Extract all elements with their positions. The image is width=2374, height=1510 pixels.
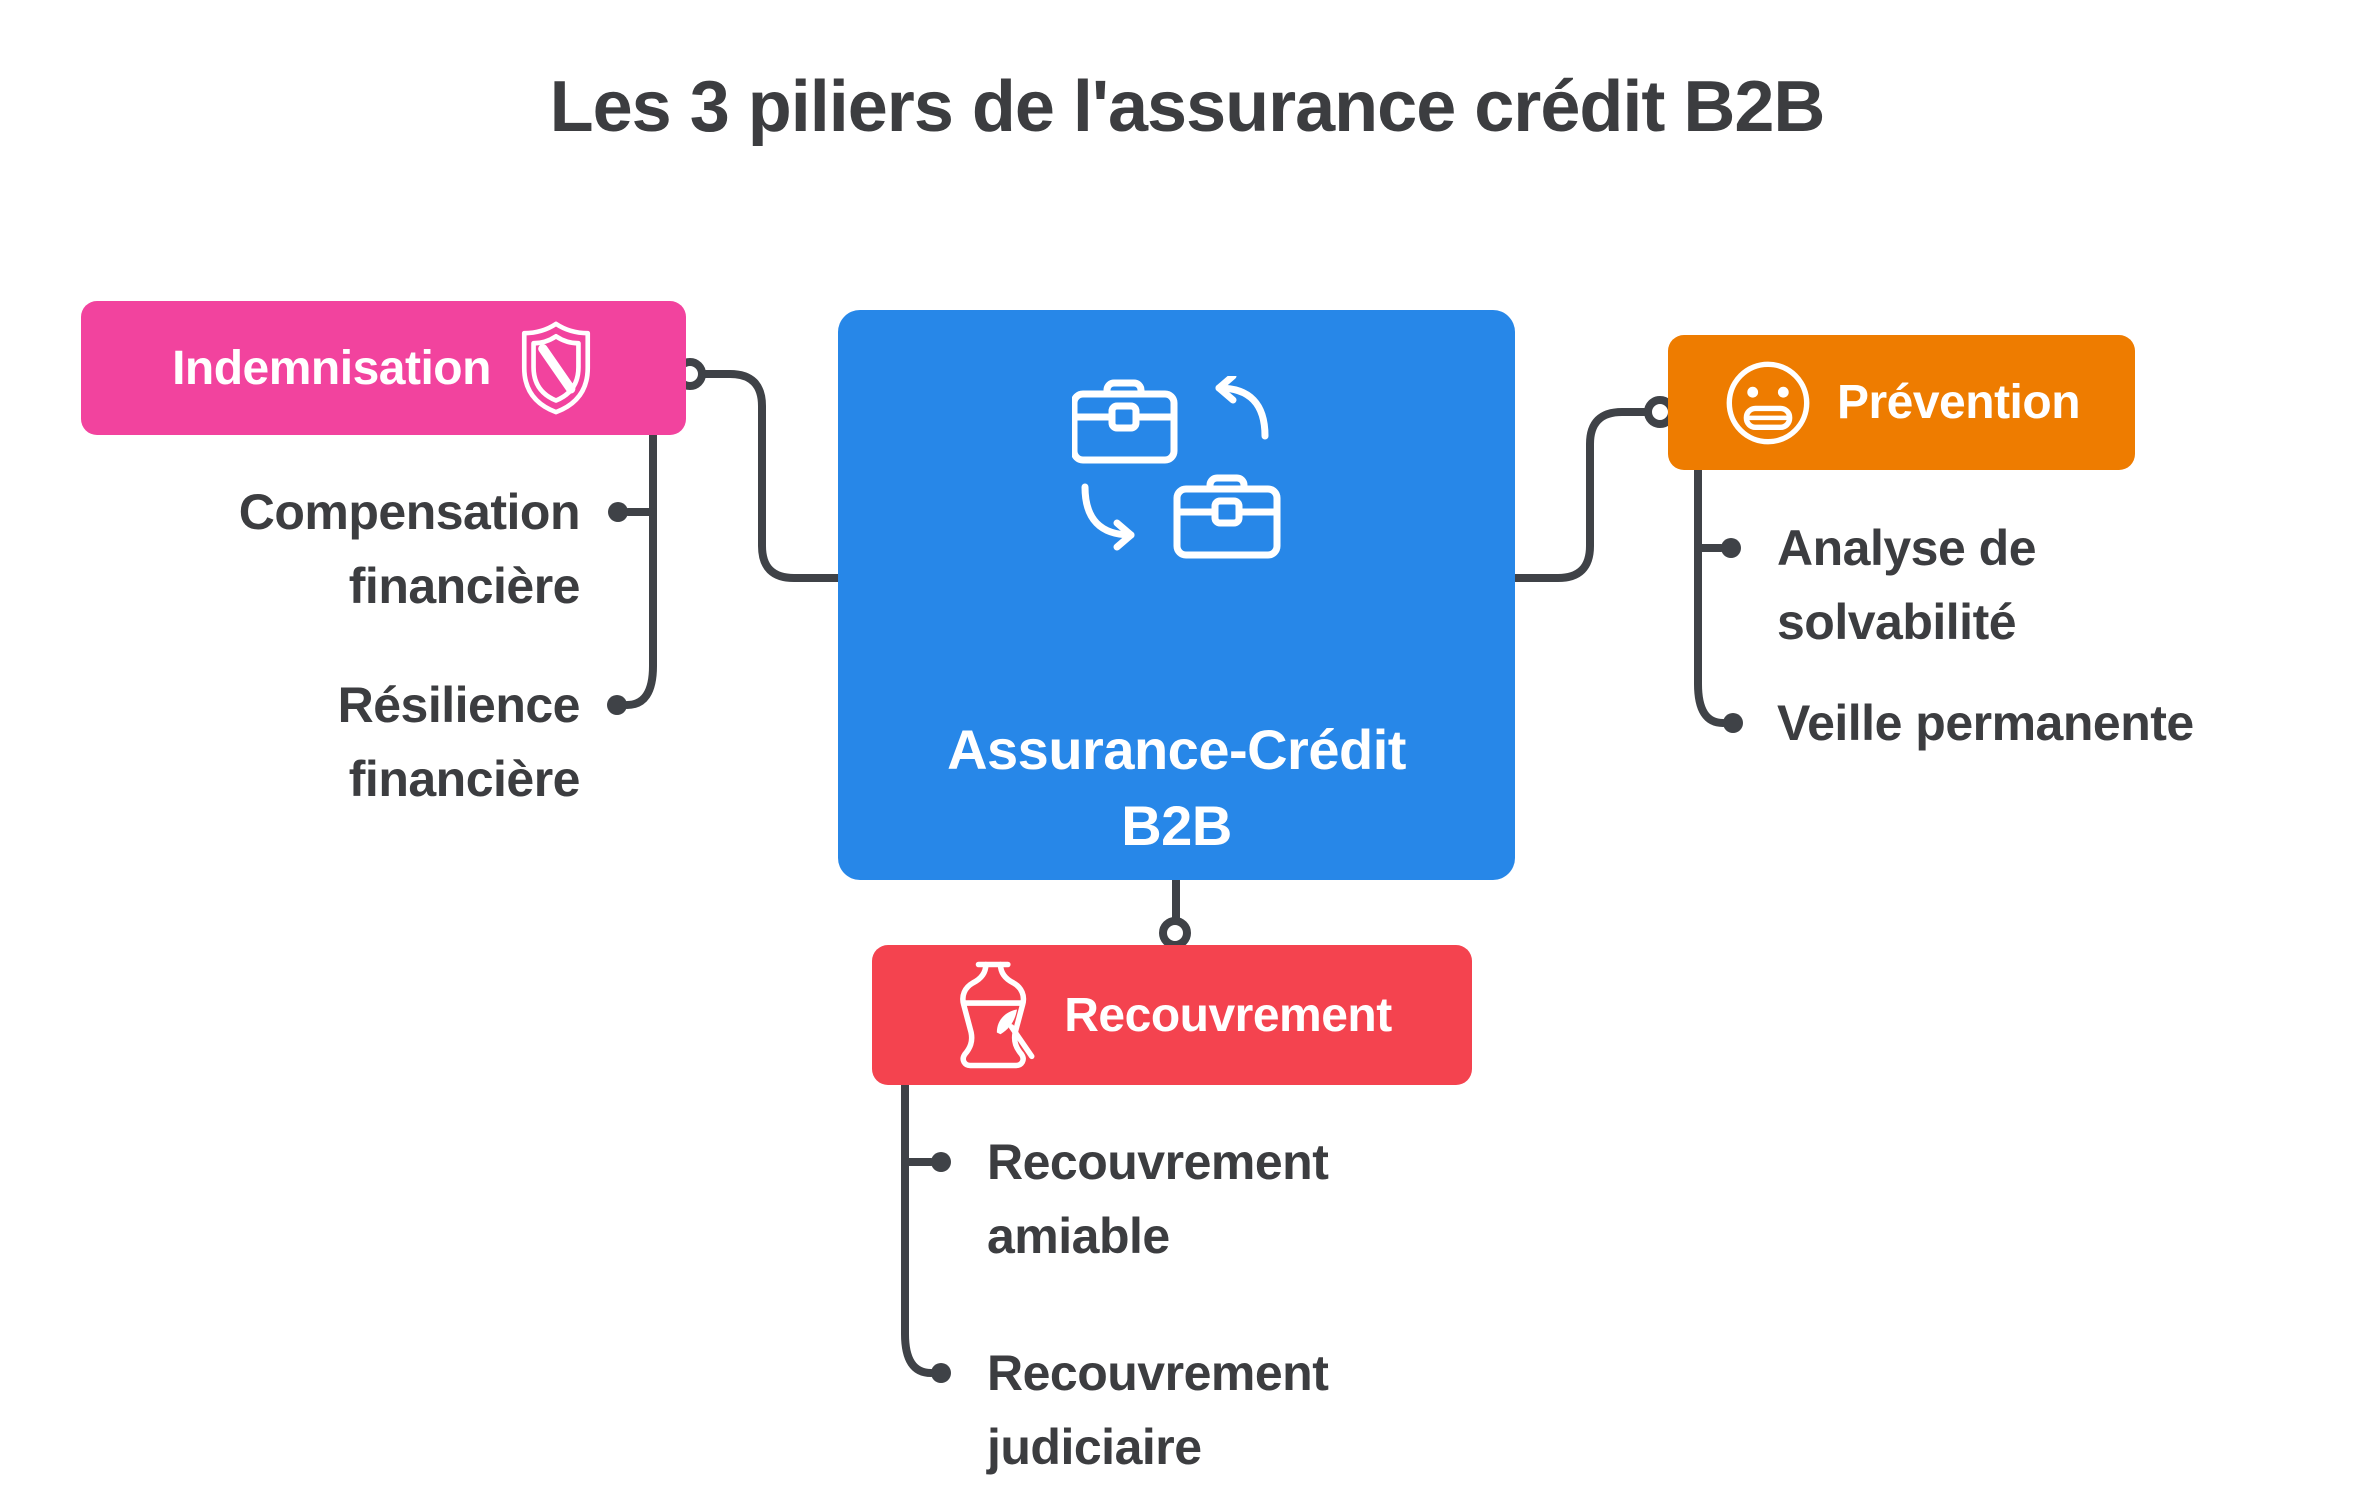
center-label-line1: Assurance-Crédit xyxy=(947,718,1406,781)
pillar-label-recouvrement: Recouvrement xyxy=(1064,988,1392,1042)
list-item-line: Recouvrement xyxy=(987,1134,1329,1190)
vase-restoration-icon xyxy=(952,959,1038,1071)
list-item-recouvrement-judiciaire: Recouvrement judiciaire xyxy=(987,1336,1329,1484)
bullet-analyse xyxy=(1721,538,1741,558)
grimace-face-icon xyxy=(1723,358,1813,448)
connector-indemnisation-spine xyxy=(623,431,657,709)
shield-icon xyxy=(517,320,595,416)
bullet-rec-amiable xyxy=(931,1152,951,1172)
pillar-box-prevention: Prévention xyxy=(1668,335,2135,470)
pillar-box-indemnisation: Indemnisation xyxy=(81,301,686,435)
page-title: Les 3 piliers de l'assurance crédit B2B xyxy=(549,67,1826,148)
list-item-line: Résilience xyxy=(337,677,581,733)
connector-center-to-prevention xyxy=(1511,408,1652,582)
list-item-line: solvabilité xyxy=(1777,594,2017,650)
bullet-veille xyxy=(1723,713,1743,733)
list-item-recouvrement-amiable: Recouvrement amiable xyxy=(987,1125,1329,1273)
list-item-veille-permanente: Veille permanente xyxy=(1777,686,2194,760)
list-item-line: judiciaire xyxy=(987,1419,1202,1475)
center-box-label: Assurance-Crédit B2B xyxy=(947,712,1406,864)
list-item-resilience-financiere: Résilience financière xyxy=(150,668,581,816)
list-item-line: amiable xyxy=(987,1208,1170,1264)
pillar-label-prevention: Prévention xyxy=(1836,376,2081,429)
briefcase-exchange-icon xyxy=(1071,376,1282,566)
list-item-line: financière xyxy=(348,751,581,807)
connector-center-to-indemnisation xyxy=(698,370,842,582)
list-item-line: Analyse de xyxy=(1777,520,2037,576)
pillar-box-recouvrement: Recouvrement xyxy=(872,945,1472,1085)
center-box-assurance-credit: Assurance-Crédit B2B xyxy=(838,310,1515,880)
bullet-resilience xyxy=(607,695,627,715)
bullet-rec-judiciaire xyxy=(931,1363,951,1383)
connector-recouvrement-spine xyxy=(901,1081,935,1377)
list-item-line: Recouvrement xyxy=(987,1345,1329,1401)
list-item-line: Compensation xyxy=(238,484,581,540)
list-item-analyse-solvabilite: Analyse de solvabilité xyxy=(1777,511,2037,659)
list-item-line: financière xyxy=(348,558,581,614)
bullet-compensation xyxy=(608,502,628,522)
center-label-line2: B2B xyxy=(1121,794,1232,857)
list-item-line: Veille permanente xyxy=(1777,695,2194,751)
connector-prevention-spine xyxy=(1694,466,1727,727)
pillar-label-indemnisation: Indemnisation xyxy=(172,341,491,395)
list-item-compensation-financiere: Compensation financière xyxy=(150,475,581,623)
connector-node-recouvrement xyxy=(1159,917,1191,949)
